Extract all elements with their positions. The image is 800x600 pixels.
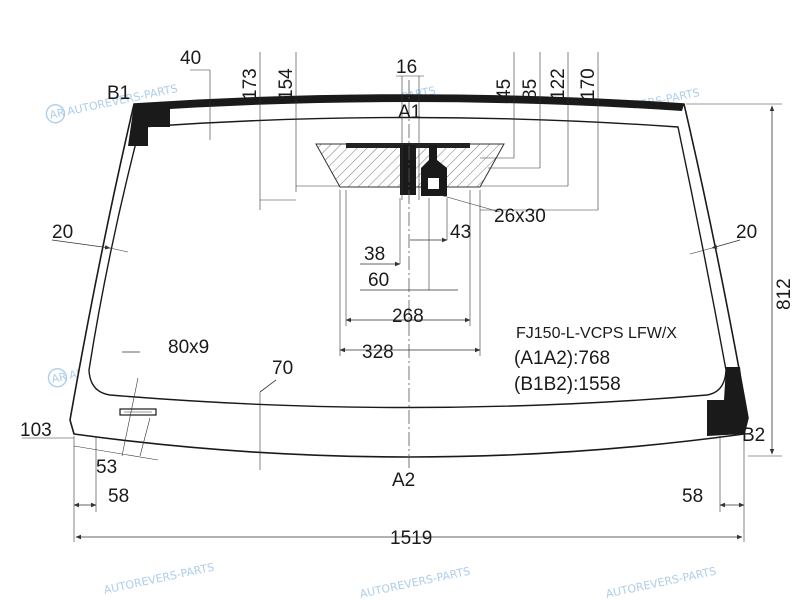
dim-60: 60	[368, 270, 389, 291]
sensor-window	[428, 178, 439, 189]
corner-block-right	[707, 367, 748, 436]
point-a1-label: A1	[398, 102, 421, 123]
a1a2-value: (A1A2):768	[514, 348, 610, 369]
watermark-text: AUTOREVERS-PARTS	[103, 561, 216, 597]
watermark-logo: AUTOREVERS-PARTS	[103, 561, 216, 597]
dim-58-left: 58	[108, 486, 129, 507]
inner-edge-outline	[88, 116, 727, 409]
dim-45: 45	[494, 79, 515, 100]
dim-103: 103	[20, 420, 52, 441]
svg-text:AR: AR	[50, 370, 68, 386]
middle-dimension-lines	[339, 190, 481, 356]
dim-16: 16	[396, 57, 417, 78]
side-dimension-lines	[51, 103, 782, 457]
dim-173: 173	[240, 68, 261, 100]
sensor-bracket	[421, 145, 447, 196]
b1b2-value: (B1B2):1558	[514, 374, 621, 395]
dim-85: 85	[520, 79, 541, 100]
svg-text:AR: AR	[48, 106, 66, 122]
watermark-logo: AUTOREVERS-PARTS	[605, 565, 718, 600]
point-a2-label: A2	[392, 470, 415, 491]
dim-26x30: 26x30	[494, 206, 546, 227]
dim-328: 328	[362, 342, 394, 363]
watermark-text: AUTOREVERS-PARTS	[359, 565, 472, 600]
dim-268: 268	[392, 306, 424, 327]
watermark-logo: AUTOREVERS-PARTS	[359, 565, 472, 600]
bottom-dimension-lines	[22, 351, 745, 542]
point-b2-label: B2	[742, 425, 765, 446]
dim-1519: 1519	[390, 528, 432, 549]
dim-122: 122	[548, 68, 569, 100]
watermark-text: AUTOREVERS-PARTS	[605, 565, 718, 600]
dim-38: 38	[364, 244, 385, 265]
mirror-mount	[400, 145, 416, 195]
dim-20-right: 20	[736, 222, 757, 243]
dim-58-right: 58	[682, 486, 703, 507]
dim-20-left: 20	[52, 222, 73, 243]
dim-812: 812	[774, 278, 795, 310]
dim-80x9: 80x9	[168, 337, 209, 358]
dim-43: 43	[450, 222, 471, 243]
dim-40: 40	[180, 48, 201, 69]
top-black-band	[134, 95, 684, 111]
dim-70: 70	[272, 358, 293, 379]
dim-154: 154	[276, 68, 297, 100]
model-code: FJ150-L-VCPS LFW/X	[516, 325, 677, 342]
dim-53: 53	[96, 457, 117, 478]
dim-170: 170	[578, 68, 599, 100]
point-b1-label: B1	[107, 83, 130, 104]
